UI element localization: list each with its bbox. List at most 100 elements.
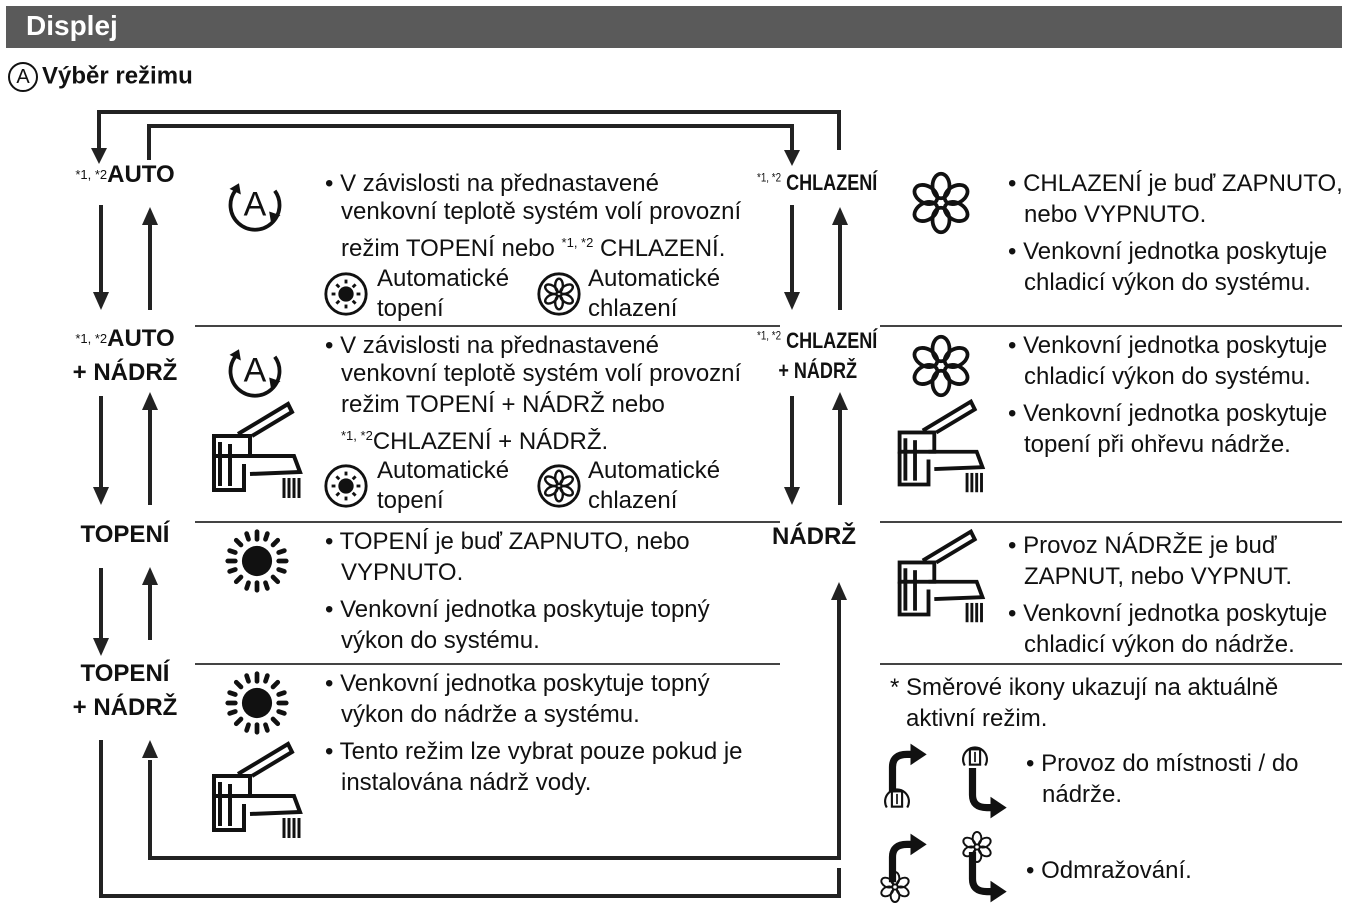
text-line: • CHLAZENÍ je buď ZAPNUTO, <box>1008 170 1343 197</box>
text-line: • TOPENÍ je buď ZAPNUTO, nebo <box>325 528 690 555</box>
text-line: VYPNUTO. <box>341 559 464 586</box>
footnote-ref: *1, *2 <box>75 167 108 182</box>
auto-cool-icon <box>535 270 583 318</box>
mode-cool-tank: *1, *2 CHLAZENÍ + NÁDRŽ <box>757 328 877 384</box>
auto-mode-icon <box>222 336 288 402</box>
header-title: Displej <box>26 10 118 41</box>
text-part: CHLAZENÍ. <box>593 235 726 262</box>
direction-note: * Směrové ikony ukazují na aktuálně akti… <box>890 672 1340 734</box>
auto-tank-heat-caption: Automatické topení <box>377 456 509 516</box>
mode-label: AUTO <box>107 161 175 188</box>
text-line: režim TOPENÍ + NÁDRŽ nebo <box>341 391 665 418</box>
divider <box>195 521 780 523</box>
sun-icon <box>224 528 290 594</box>
heat-tank-description: • Venkovní jednotka poskytuje topný výko… <box>325 668 770 798</box>
caption-line: topení <box>377 487 444 514</box>
text-line: chladicí výkon do nádrže. <box>1024 631 1295 658</box>
footnote-ref: *1, *2 <box>561 235 594 250</box>
caption-line: chlazení <box>588 487 678 514</box>
mode-cool: *1, *2 CHLAZENÍ <box>757 170 877 196</box>
mode-label: AUTO <box>107 325 175 352</box>
auto-tank-cool-caption: Automatické chlazení <box>588 456 720 516</box>
text-line: topení při ohřevu nádrže. <box>1024 431 1291 458</box>
auto-cool-icon <box>535 462 583 510</box>
header-bar: Displej <box>6 6 1342 48</box>
caption-line: Automatické <box>377 457 510 484</box>
text-line: instalována nádrž vody. <box>341 769 592 796</box>
text-line: • V závislosti na přednastavené <box>325 170 659 197</box>
tap-icon <box>892 522 992 628</box>
text-line: nebo VYPNUTO. <box>1024 201 1207 228</box>
caption-line: chlazení <box>588 295 678 322</box>
auto-tank-description: • V závislosti na přednastavené venkovní… <box>325 330 765 457</box>
divider <box>880 325 1342 327</box>
section-title-text: Výběr režimu <box>42 62 193 90</box>
text-line: • Venkovní jednotka poskytuje <box>1008 238 1328 265</box>
text-line: aktivní režim. <box>906 705 1048 732</box>
text-line: • Venkovní jednotka poskytuje topný <box>325 670 710 697</box>
room-arrow-icon <box>962 852 1010 906</box>
mode-label: CHLAZENÍ <box>786 328 878 353</box>
mode-auto-tank: *1, *2AUTO + NÁDRŽ <box>60 322 190 390</box>
defrost-note: • Odmražování. <box>1026 855 1346 886</box>
footnote-ref: *1, *2 <box>757 328 782 343</box>
mode-label: TOPENÍ <box>80 521 170 548</box>
text-line: chladicí výkon do systému. <box>1024 269 1311 296</box>
text-line: venkovní teplotě systém volí provozní <box>341 198 742 225</box>
divider <box>880 521 1342 523</box>
defrost-icon <box>878 870 912 904</box>
text-line: *1, *2CHLAZENÍ + NÁDRŽ. <box>325 420 765 457</box>
text-line: • Venkovní jednotka poskytuje <box>1008 332 1328 359</box>
footnote-ref: *1, *2 <box>75 331 108 346</box>
divider <box>195 325 780 327</box>
text-line: • Odmražování. <box>1026 857 1192 884</box>
text-line: • Provoz NÁDRŽE je buď <box>1008 532 1277 559</box>
text-line: výkon do systému. <box>341 627 540 654</box>
section-badge: A <box>8 62 38 92</box>
auto-mode-icon <box>222 170 288 236</box>
text-line: režim TOPENÍ nebo *1, *2 CHLAZENÍ. <box>325 227 765 264</box>
tank-description: • Provoz NÁDRŽE je buď ZAPNUT, nebo VYPN… <box>1008 530 1348 660</box>
text-part: režim TOPENÍ nebo <box>341 235 562 262</box>
divider <box>880 663 1342 665</box>
text-line: výkon do nádrže a systému. <box>341 701 640 728</box>
footnote-ref: *1, *2 <box>757 170 782 185</box>
mode-label-line2: + NÁDRŽ <box>778 358 858 383</box>
auto-cool-caption: Automatické chlazení <box>588 264 720 324</box>
mode-auto: *1, *2AUTO <box>60 158 190 192</box>
auto-heat-caption: Automatické topení <box>377 264 509 324</box>
text-line: venkovní teplotě systém volí provozní <box>341 360 742 387</box>
auto-heat-icon <box>322 462 370 510</box>
text-line: • Venkovní jednotka poskytuje <box>1008 400 1328 427</box>
divider <box>195 663 780 665</box>
text-line: • Tento režim lze vybrat pouze pokud je <box>325 738 743 765</box>
tank-arrow-icon <box>880 782 914 816</box>
mode-heat: TOPENÍ <box>60 518 190 552</box>
tap-icon <box>208 734 308 844</box>
room-tank-note: • Provoz do místnosti / do nádrže. <box>1026 748 1346 810</box>
caption-line: Automatické <box>588 457 721 484</box>
cool-description: • CHLAZENÍ je buď ZAPNUTO, nebo VYPNUTO.… <box>1008 168 1348 298</box>
text-line: • Provoz do místnosti / do <box>1026 750 1299 777</box>
tap-icon <box>208 394 308 504</box>
mode-label: NÁDRŽ <box>772 523 856 550</box>
text-line: * Směrové ikony ukazují na aktuálně <box>890 674 1279 701</box>
tap-icon <box>892 392 992 498</box>
heat-description: • TOPENÍ je buď ZAPNUTO, nebo VYPNUTO. •… <box>325 526 765 656</box>
mode-label-line2: + NÁDRŽ <box>72 694 178 721</box>
text-line: • Venkovní jednotka poskytuje topný <box>325 596 710 623</box>
auto-heat-icon <box>322 270 370 318</box>
footnote-ref: *1, *2 <box>341 428 373 443</box>
text-line: • Venkovní jednotka poskytuje <box>1008 600 1328 627</box>
text-line: chladicí výkon do systému. <box>1024 363 1311 390</box>
mode-label-line2: + NÁDRŽ <box>72 359 178 386</box>
snowflake-icon <box>908 333 974 399</box>
mode-heat-tank: TOPENÍ + NÁDRŽ <box>60 657 190 725</box>
text-part: CHLAZENÍ + NÁDRŽ. <box>372 428 609 455</box>
cool-tank-description: • Venkovní jednotka poskytuje chladicí v… <box>1008 330 1348 460</box>
caption-line: topení <box>377 295 444 322</box>
text-line: nádrže. <box>1042 781 1123 808</box>
caption-line: Automatické <box>377 265 510 292</box>
